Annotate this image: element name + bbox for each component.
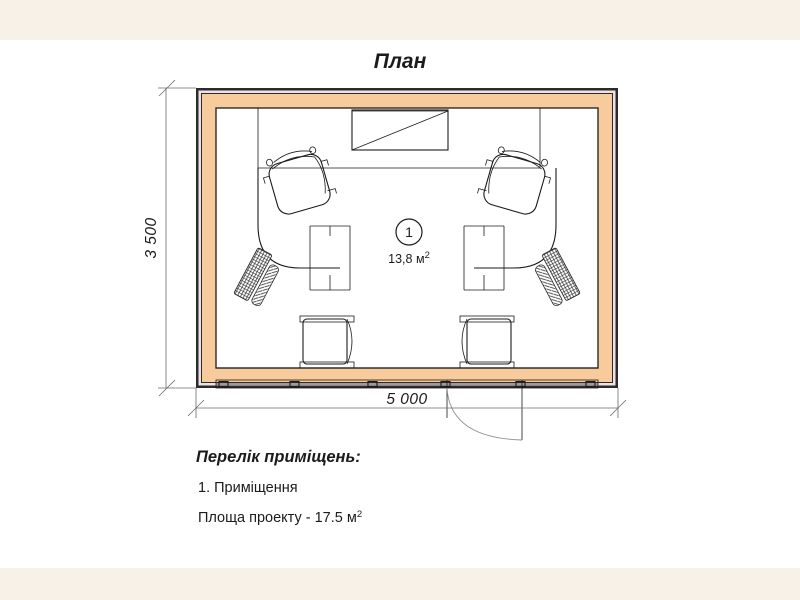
entry-door <box>446 380 523 441</box>
room-number: 1 <box>405 224 413 240</box>
glazed-wall <box>215 367 599 389</box>
dimension-horizontal-label: 5 000 <box>386 391 427 408</box>
keyboard-right <box>535 247 581 307</box>
page-title: План <box>374 50 427 73</box>
pedestal-left <box>299 315 355 369</box>
mullion-2 <box>289 380 300 388</box>
dimension-horizontal: 5 000 <box>187 388 627 418</box>
keyboard-left <box>233 247 279 307</box>
dimension-vertical: 3 500 <box>143 79 196 397</box>
page-band-top <box>0 0 800 40</box>
page-band-bottom <box>0 568 800 600</box>
legend-heading: Перелік приміщень: <box>196 448 361 466</box>
mullion-1 <box>218 380 229 388</box>
legend-total-prefix: Площа проекту - 17.5 м <box>198 510 357 526</box>
legend-item-1: 1. Приміщення <box>198 480 298 496</box>
dimension-vertical-label: 3 500 <box>143 217 160 258</box>
workstation-right <box>459 146 581 369</box>
legend: Перелік приміщень: 1. Приміщення Площа п… <box>196 448 362 526</box>
drawing-canvas: План <box>0 40 800 568</box>
room-area-superscript: 2 <box>425 250 430 261</box>
room-area-label: 13,8 м2 <box>388 250 430 266</box>
mullion-3 <box>367 380 378 388</box>
pedestal-right <box>459 315 515 369</box>
office-chair-right <box>477 146 552 215</box>
room-marker: 1 13,8 м2 <box>388 218 430 266</box>
office-chair-left <box>262 146 337 215</box>
legend-total: Площа проекту - 17.5 м2 <box>198 509 362 526</box>
legend-total-superscript: 2 <box>357 509 362 520</box>
mullion-6 <box>585 380 596 388</box>
workstation-left <box>233 146 355 369</box>
mullion-5 <box>515 380 526 388</box>
room-area-value: 13,8 <box>388 252 412 266</box>
room-number-circle <box>395 218 423 246</box>
room-area-unit: м <box>416 252 425 266</box>
mullion-4 <box>440 380 451 388</box>
